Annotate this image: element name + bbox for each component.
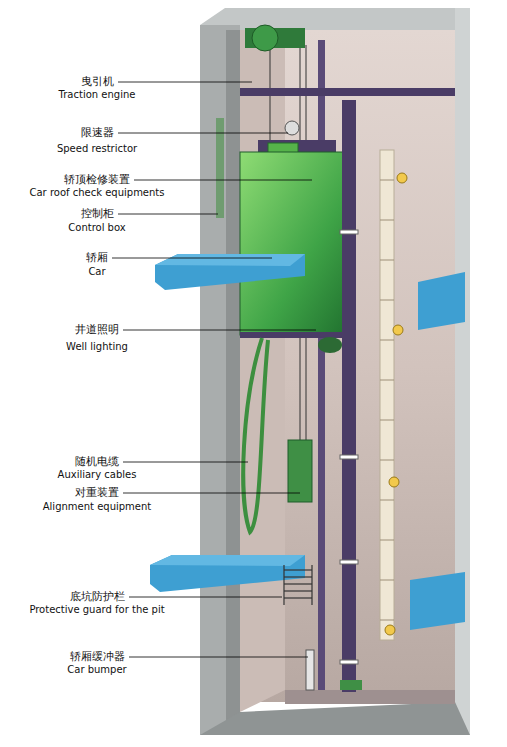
- part-label: 限速器: [81, 127, 114, 140]
- shaft-right-wall: [455, 8, 470, 735]
- part-label: Car bumper: [67, 664, 126, 676]
- floor-slab: [418, 272, 465, 330]
- car-pulley: [318, 337, 342, 353]
- well-lighting: [385, 173, 407, 635]
- car-bumper: [306, 650, 314, 690]
- leader-lines: [112, 82, 316, 657]
- part-label: Speed restrictor: [57, 143, 137, 155]
- leader-line: [123, 462, 248, 463]
- part-label: Car: [88, 266, 105, 278]
- leader-line: [118, 82, 252, 83]
- part-label: 井道照明: [75, 324, 119, 337]
- shaft-side-wall: [240, 30, 285, 712]
- leader-line: [118, 214, 218, 215]
- rail-teeth: [380, 180, 394, 620]
- shaft-left-column: [200, 25, 240, 735]
- traction-engine: [252, 25, 278, 51]
- shaft-column-shade: [226, 30, 240, 730]
- part-label: 曳引机: [81, 76, 114, 89]
- auxiliary-cable: [243, 338, 268, 532]
- part-label: Protective guard for the pit: [29, 604, 164, 616]
- part-label: 对重装置: [75, 487, 119, 500]
- leader-line: [123, 330, 316, 331]
- part-label: Traction engine: [59, 89, 136, 101]
- guide-rail: [318, 40, 325, 690]
- part-label: 轿顶检修装置: [64, 174, 130, 187]
- leader-line: [134, 180, 312, 181]
- leader-line: [129, 597, 282, 598]
- rope: [270, 50, 271, 150]
- part-label: Car roof check equipments: [29, 187, 164, 199]
- floor-slab-top: [150, 555, 305, 566]
- floor-slab: [150, 555, 305, 592]
- leader-line: [123, 493, 300, 494]
- part-label: Well lighting: [66, 341, 128, 353]
- part-label: Control box: [68, 222, 125, 234]
- buffer-base: [340, 680, 362, 690]
- part-label: 底坑防护栏: [70, 591, 125, 604]
- floor-slab: [155, 254, 305, 290]
- part-label: Alignment equipment: [43, 501, 152, 513]
- car-bottom-frame: [240, 332, 350, 338]
- floor-slab-top: [155, 254, 305, 266]
- pit-floor: [285, 690, 455, 704]
- machine-beam: [240, 88, 455, 96]
- guide-rail: [342, 100, 356, 692]
- floor-slab: [410, 572, 465, 630]
- part-label: 随机电缆: [75, 456, 119, 469]
- elevator-car: [240, 152, 350, 335]
- leader-line: [129, 657, 308, 658]
- part-label: Auxiliary cables: [58, 469, 137, 481]
- part-label: 控制柜: [81, 208, 114, 221]
- leader-line: [118, 133, 288, 134]
- shaft-base: [200, 702, 470, 735]
- rail-brackets: [340, 230, 358, 664]
- toothed-rail: [380, 150, 394, 640]
- shaft-top: [200, 8, 470, 30]
- part-label: 轿厢: [86, 252, 108, 265]
- leader-line: [112, 258, 272, 259]
- part-label: 轿厢缓冲器: [70, 651, 125, 664]
- pit-guard: [284, 565, 312, 605]
